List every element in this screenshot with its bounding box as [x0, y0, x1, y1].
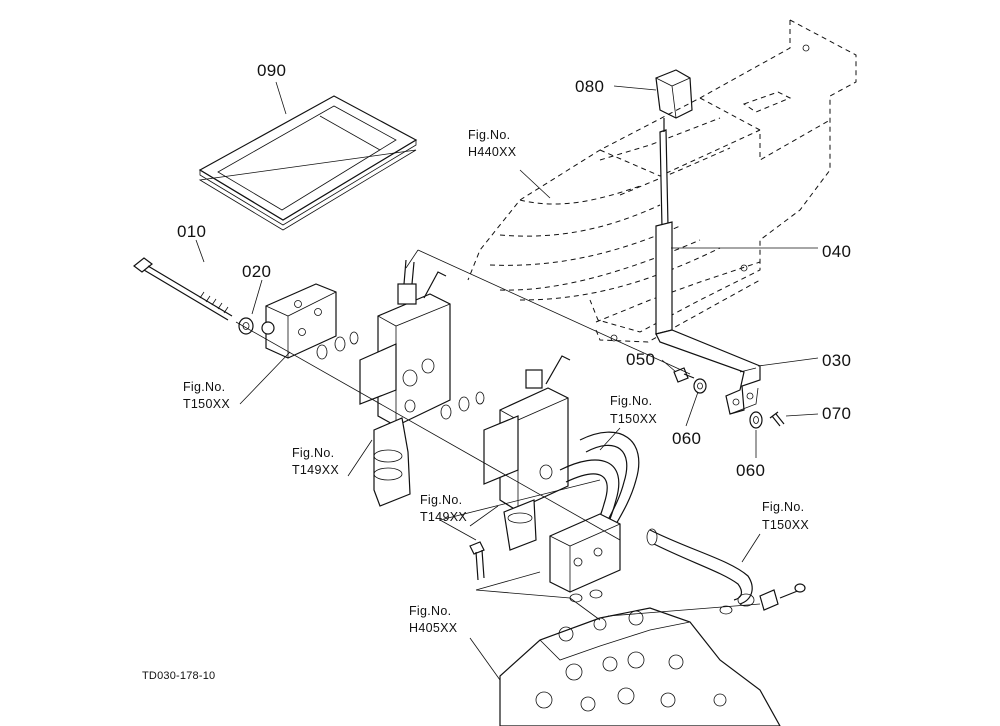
fig-ref-h405-line2: H405XX — [409, 621, 458, 635]
part-label-040: 040 — [822, 242, 851, 261]
o-rings-mid — [440, 391, 485, 420]
fig-ref-t150-b: Fig.No. T150XX — [610, 394, 657, 426]
washer-060-a — [693, 378, 707, 394]
fig-ref-t149-a: Fig.No. T149XX — [292, 446, 339, 477]
fig-ref-t150-b-line2: T150XX — [610, 412, 657, 426]
fig-ref-t150-c-line1: Fig.No. — [762, 500, 804, 514]
manifold-block — [549, 513, 621, 593]
fig-ref-t149-b-line2: T149XX — [420, 510, 467, 524]
fig-ref-t149-a-line1: Fig.No. — [292, 446, 334, 460]
fig-ref-h405-line1: Fig.No. — [409, 604, 451, 618]
washer-020 — [238, 317, 254, 335]
fig-ref-t149-b-line1: Fig.No. — [420, 493, 462, 507]
end-plate — [261, 283, 337, 359]
fig-ref-t150-a: Fig.No. T150XX — [183, 380, 230, 411]
part-label-050: 050 — [626, 350, 655, 369]
part-label-070: 070 — [822, 404, 851, 423]
bolt-050 — [673, 367, 695, 383]
fig-ref-t150-c: Fig.No. T150XX — [762, 500, 809, 532]
valve-section-1 — [359, 259, 451, 507]
fig-ref-t149-a-line2: T149XX — [292, 463, 339, 477]
part-labels: 090 080 010 020 040 050 030 060 070 060 — [177, 61, 851, 480]
small-rings — [569, 589, 603, 603]
pin-070 — [769, 411, 785, 427]
assembly-lines — [235, 249, 761, 621]
lever-rod-040 — [655, 118, 673, 335]
o-rings-left — [316, 331, 359, 360]
hydraulic-body — [499, 607, 781, 726]
fig-ref-t149-b: Fig.No. T149XX — [420, 493, 467, 524]
fig-ref-t150-b-line1: Fig.No. — [610, 394, 652, 408]
fig-ref-h440: Fig.No. H440XX — [468, 128, 517, 159]
console-panel — [467, 19, 857, 343]
long-bolt-010 — [133, 257, 233, 321]
part-label-030: 030 — [822, 351, 851, 370]
washer-060-b — [749, 411, 763, 429]
fig-ref-h440-line1: Fig.No. — [468, 128, 510, 142]
fig-ref-t150-a-line1: Fig.No. — [183, 380, 225, 394]
figure-reference-labels: Fig.No. H440XX Fig.No. T150XX Fig.No. T1… — [183, 128, 809, 635]
bracket-030 — [655, 329, 761, 415]
part-label-020: 020 — [242, 262, 271, 281]
leader-lines — [195, 81, 819, 681]
fig-ref-t150-c-line2: T150XX — [762, 518, 809, 532]
valve-section-2 — [483, 355, 571, 551]
fig-ref-t150-a-line2: T150XX — [183, 397, 230, 411]
drawing-code: TD030-178-10 — [142, 670, 215, 682]
part-label-080: 080 — [575, 77, 604, 96]
part-label-060-a: 060 — [672, 429, 701, 448]
part-label-090: 090 — [257, 61, 286, 80]
part-label-010: 010 — [177, 222, 206, 241]
fig-ref-h440-line2: H440XX — [468, 145, 517, 159]
small-bolt — [469, 541, 485, 581]
pipe-right — [646, 528, 806, 615]
lever-knob-080 — [655, 69, 693, 119]
part-label-060-b: 060 — [736, 461, 765, 480]
fig-ref-h405: Fig.No. H405XX — [409, 604, 458, 635]
manual-booklet-090 — [198, 95, 418, 231]
